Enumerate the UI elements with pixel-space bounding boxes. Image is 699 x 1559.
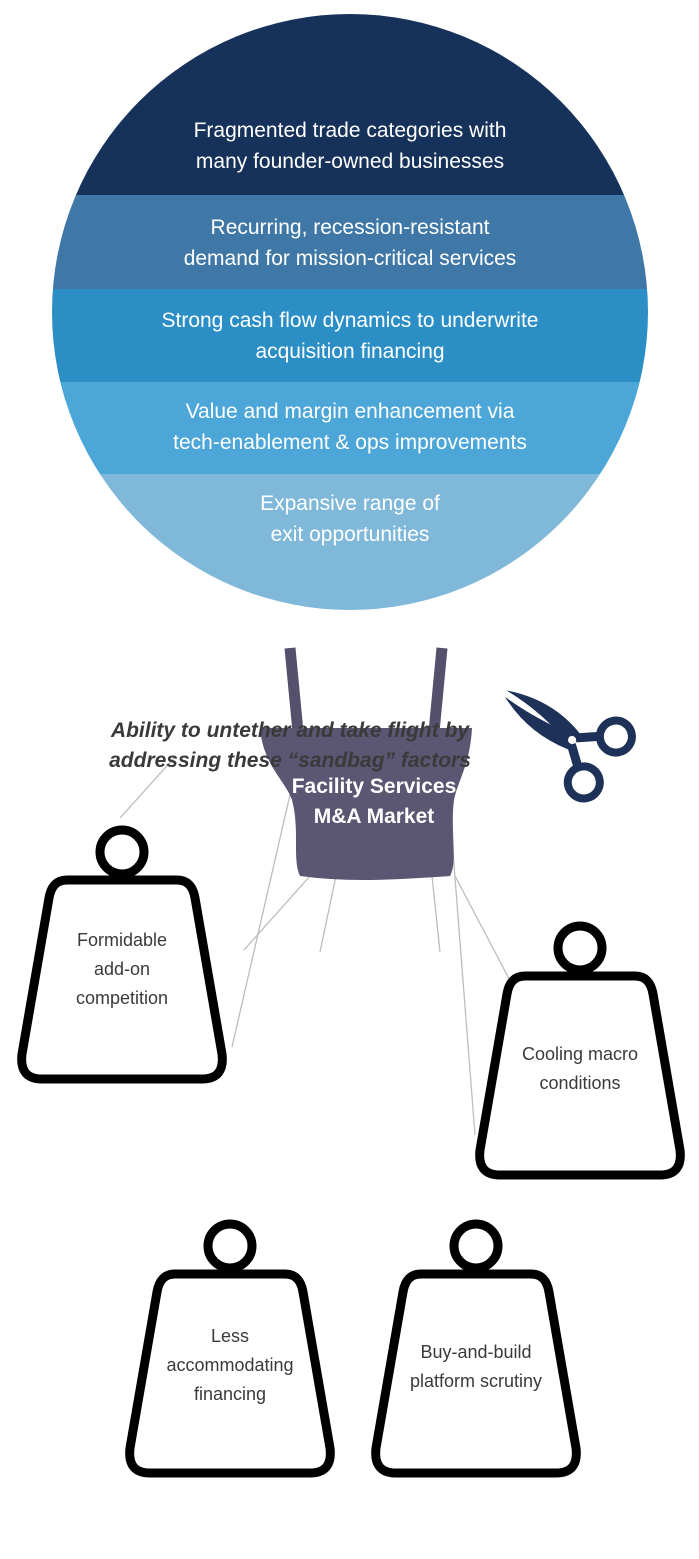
band-4-line-1: Value and margin enhancement via: [186, 400, 515, 423]
basket-line-2: M&A Market: [314, 805, 435, 828]
weight-3-line-2: platform scrutiny: [410, 1371, 542, 1391]
balloon-cord-left: [284, 647, 304, 733]
basket-line-1: Facility Services: [292, 775, 457, 798]
weight-4-line-1: Cooling macro: [522, 1044, 638, 1064]
band-1-line-2: many founder-owned businesses: [196, 150, 504, 173]
weight-handle: [449, 1219, 503, 1273]
band-4-fill: [52, 382, 648, 474]
tagline-line-2: addressing these “sandbag” factors: [109, 749, 471, 772]
band-2-line-1: Recurring, recession-resistant: [211, 216, 490, 239]
weight-less-accommodating-financing: Less accommodating financing: [125, 1219, 335, 1478]
weight-formidable-add-on-competition: Formidable add-on competition: [17, 825, 227, 1084]
weight-cooling-macro-conditions: Cooling macro conditions: [475, 921, 685, 1180]
weight-1-line-2: add-on: [94, 959, 150, 979]
weight-body: [371, 1269, 581, 1478]
band-2-line-2: demand for mission-critical services: [184, 247, 517, 270]
band-3-fill: [52, 289, 648, 382]
weight-buy-and-build-platform-scrutiny: Buy-and-build platform scrutiny: [371, 1219, 581, 1478]
band-5-line-1: Expansive range of: [260, 492, 440, 515]
band-5-line-2: exit opportunities: [271, 523, 430, 546]
weight-handle: [553, 921, 607, 975]
weight-2-line-3: financing: [194, 1384, 266, 1404]
scissors-icon: [504, 690, 636, 803]
weight-1-line-1: Formidable: [77, 930, 167, 950]
tagline-line-1: Ability to untether and take flight by: [110, 719, 471, 742]
balloon-cord-right: [428, 647, 448, 733]
weight-3-line-1: Buy-and-build: [420, 1342, 531, 1362]
weight-body: [125, 1269, 335, 1478]
band-3-line-2: acquisition financing: [255, 340, 444, 363]
weight-2-line-1: Less: [211, 1326, 249, 1346]
weight-1-line-3: competition: [76, 988, 168, 1008]
band-1-line-1: Fragmented trade categories with: [194, 119, 507, 142]
weight-handle: [203, 1219, 257, 1273]
weight-handle: [95, 825, 149, 879]
weight-2-line-2: accommodating: [166, 1355, 293, 1375]
basket: [260, 728, 472, 880]
band-3-line-1: Strong cash flow dynamics to underwrite: [161, 309, 538, 332]
weight-4-line-2: conditions: [539, 1073, 620, 1093]
weight-body: [475, 971, 685, 1180]
weight-body: [17, 875, 227, 1084]
band-2-fill: [52, 195, 648, 289]
band-4-line-2: tech-enablement & ops improvements: [173, 431, 527, 454]
